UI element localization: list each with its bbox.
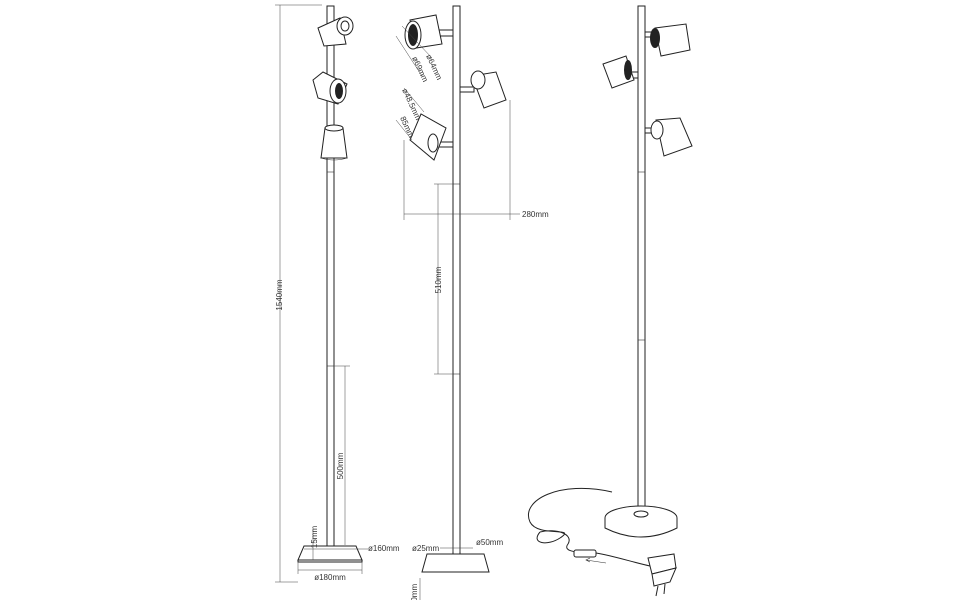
base-top-diameter-label: ø160mm bbox=[368, 544, 400, 553]
lamp-head-side-top bbox=[404, 14, 454, 50]
base-bottom-diameter-label: ø180mm bbox=[314, 573, 346, 582]
tube-diameter-label: ø25mm bbox=[412, 544, 439, 553]
tube-diameter-dimensions: ø25mm ø50mm bbox=[412, 538, 503, 553]
cut-dimension-label: 30mm bbox=[410, 584, 419, 600]
middle-section-dimension: 510mm bbox=[434, 183, 453, 375]
base-thickness-dimension: 15mm bbox=[310, 526, 319, 560]
cut-dimension: 30mm bbox=[410, 578, 421, 600]
arm-span-label: 280mm bbox=[522, 210, 549, 219]
lamp-head-top bbox=[317, 16, 354, 47]
power-cable bbox=[528, 488, 651, 567]
lower-section-label: 500mm bbox=[336, 452, 345, 479]
lamp-pole-perspective bbox=[637, 5, 646, 515]
total-height-label: 1540mm bbox=[275, 279, 284, 310]
lamp-view-perspective bbox=[528, 5, 693, 597]
lamp-head-middle bbox=[312, 71, 348, 105]
lower-section-dimension: 500mm bbox=[334, 365, 350, 545]
lamp-head-bottom bbox=[320, 124, 348, 161]
lamp-view-front: 1540mm 500mm 15mm ø160mm ø180mm bbox=[275, 4, 400, 583]
lamp-base-perspective bbox=[604, 505, 678, 538]
lamp-pole-side bbox=[452, 5, 461, 555]
lamp-head-perspective-bottom bbox=[644, 117, 693, 157]
base-bottom-diameter-dimension: ø180mm bbox=[297, 562, 363, 582]
total-height-dimension: 1540mm bbox=[275, 4, 322, 583]
lamp-head-side-right bbox=[459, 70, 507, 109]
middle-section-label: 510mm bbox=[434, 266, 443, 293]
arm-span-dimension: 280mm bbox=[403, 100, 549, 220]
lamp-view-side: ø64mm ø69mm ø48.5mm 85mm 280mm 510mm bbox=[395, 5, 549, 600]
lamp-base-side bbox=[421, 553, 490, 573]
lamp-base-front bbox=[297, 545, 363, 563]
lamp-head-side-bottom bbox=[409, 113, 454, 161]
foot-diameter-label: ø50mm bbox=[476, 538, 503, 547]
lamp-head-perspective-left bbox=[602, 55, 639, 89]
cable-switch bbox=[573, 549, 597, 558]
lamp-head-perspective-top bbox=[644, 23, 691, 57]
power-plug-icon bbox=[647, 553, 677, 597]
base-top-diameter-dimension: ø160mm bbox=[304, 544, 400, 553]
base-thickness-label: 15mm bbox=[310, 526, 319, 549]
